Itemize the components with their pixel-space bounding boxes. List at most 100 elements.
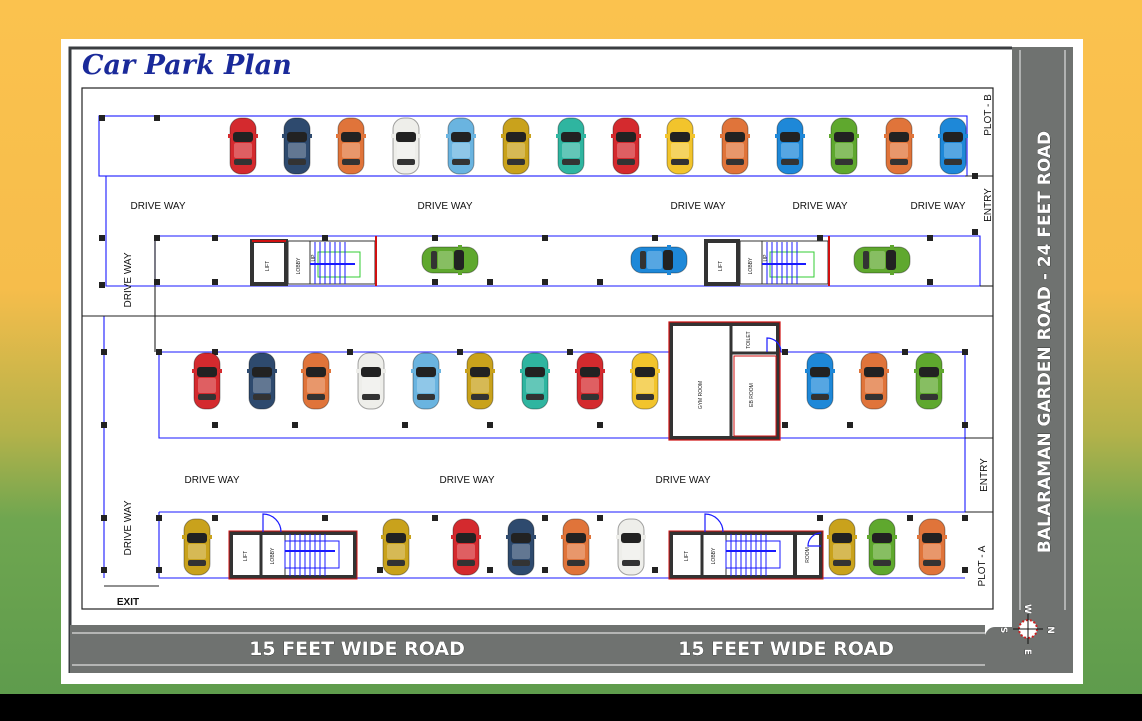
buildings: LIFT LOBBY UP LIFT LOBBY UP GYM ROOM EB … [228,236,830,580]
car [446,117,476,175]
pillar [927,279,933,285]
pillar [322,235,328,241]
drive-way-label: DRIVE WAY [792,201,847,212]
car [827,518,857,576]
pillar [652,567,658,573]
pillar [101,422,107,428]
lobby-label: LOBBY [748,257,754,274]
car [665,117,695,175]
pillar [292,422,298,428]
lift-label: LIFT [243,551,249,561]
pillar [962,349,968,355]
room-label: ROOM [805,547,811,563]
drive-way-label: DRIVE WAY [123,500,134,555]
car [501,117,531,175]
pillar [156,567,162,573]
pillar [156,349,162,355]
car [465,352,495,410]
pillar [212,515,218,521]
lift-stair-block-2: LIFT LOBBY UP [704,236,830,286]
plot-b-label: PLOT - B [983,94,994,136]
pillar [567,349,573,355]
car [182,518,212,576]
pillar [432,279,438,285]
pillar [487,567,493,573]
lift-stair-block-3: LIFT LOBBY [228,513,358,580]
pillar [154,235,160,241]
car [611,117,641,175]
lift-stair-block-1: LIFT LOBBY UP [250,236,377,286]
pillar [597,515,603,521]
drive-way-label: DRIVE WAY [655,475,710,486]
pillar [542,515,548,521]
drive-way-label: DRIVE WAY [417,201,472,212]
frame-border [68,46,1012,673]
bottom-road-label-2: 15 FEET WIDE ROAD [678,638,894,660]
pillar [652,235,658,241]
pillar [542,235,548,241]
pillar [542,567,548,573]
pillar [597,279,603,285]
car [917,518,947,576]
lobby-label: LOBBY [270,547,276,564]
car [356,352,386,410]
car [630,245,688,275]
car [301,352,331,410]
entry-label-bottom: ENTRY [979,458,990,492]
pillar [962,515,968,521]
pillar [99,115,105,121]
car [938,117,968,175]
pillar [457,349,463,355]
cars [182,117,968,576]
pillar [154,279,160,285]
car [914,352,944,410]
car [391,117,421,175]
pillar [101,349,107,355]
drive-way-label: DRIVE WAY [184,475,239,486]
pillar [907,515,913,521]
car [867,518,897,576]
car [829,117,859,175]
compass-icon: W N S E [998,604,1056,656]
drive-way-label: DRIVE WAY [910,201,965,212]
car [884,117,914,175]
pillar [101,515,107,521]
car [616,518,646,576]
pillar [542,279,548,285]
car [775,117,805,175]
car [451,518,481,576]
car [630,352,660,410]
pillar [347,349,353,355]
pillar [377,567,383,573]
gym-room-label: GYM ROOM [698,381,704,409]
lift-label: LIFT [718,261,724,271]
pillar [902,349,908,355]
pillar [99,235,105,241]
car [192,352,222,410]
drive-way-label: DRIVE WAY [130,201,185,212]
car [381,518,411,576]
car [520,352,550,410]
pillar [212,279,218,285]
gym-eb-block: GYM ROOM EB ROOM TOILET [668,321,782,441]
car [805,352,835,410]
drive-way-label: DRIVE WAY [439,475,494,486]
pillar [847,422,853,428]
right-road [1012,47,1073,627]
pillar [101,567,107,573]
lobby-label: LOBBY [711,547,717,564]
pillar [156,515,162,521]
pillar [782,349,788,355]
car [247,352,277,410]
up-label: UP [311,254,317,262]
pillar [927,235,933,241]
eb-room-label: EB ROOM [749,383,755,407]
bottom-road [70,625,1073,673]
car [282,117,312,175]
car [859,352,889,410]
pillar [817,515,823,521]
lift-label: LIFT [265,261,271,271]
pillar [212,235,218,241]
car [853,245,911,275]
